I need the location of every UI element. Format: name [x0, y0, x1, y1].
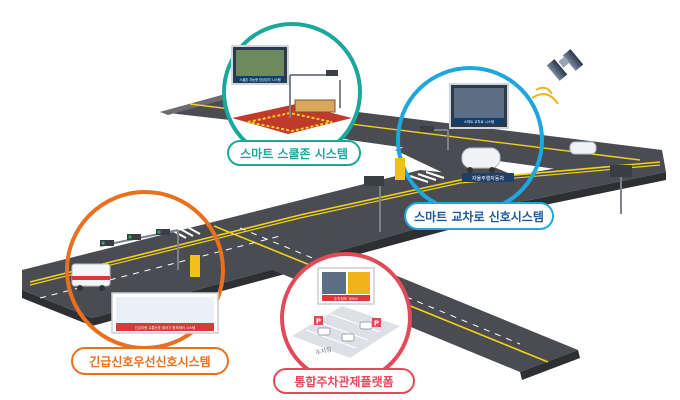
parking-group: 주차장 P P 주차정보 서비스 통합주차관제플랫폼 [273, 252, 415, 394]
emergency-screen-caption: 긴급차량 교통신호 제어기 원격제어 시스템 [135, 325, 195, 330]
parking-sign-left-label: P [316, 318, 321, 326]
ambulance-icon [71, 263, 111, 287]
school-zone-screen-caption: 스쿨존 지능형 영상검지 시스템 [239, 77, 280, 82]
car-icon [569, 141, 597, 155]
school-zone-group: 스쿨존 지능형 영상검지 시스템 스마트 스쿨존 시스템 [222, 22, 362, 166]
school-zone-title-box [227, 140, 361, 166]
parking-title: 통합주차관제플랫폼 [294, 374, 393, 389]
intersection-screen-caption: 스마트 교차로 시스템 [464, 119, 494, 124]
road-main [22, 150, 666, 318]
parking-sign-left [314, 316, 323, 325]
parking-title-box [273, 368, 415, 394]
parking-ground-text: 주차장 [315, 345, 333, 357]
signal-controller-box [395, 158, 405, 180]
roadside-sign [364, 176, 384, 186]
intersection-group: 스마트 교차로 시스템 자율주행자동차 스마트 교차로 신호시스템 [364, 66, 632, 232]
emergency-traffic-lights [99, 229, 179, 270]
emergency-title-box [71, 347, 229, 375]
autonomous-car-tag: 자율주행자동차 [472, 175, 505, 182]
parking-sign-right [372, 318, 381, 327]
autonomous-car-icon [461, 147, 501, 169]
parking-sign-right-label: P [374, 320, 379, 328]
parking-screen-caption: 주차정보 서비스 [334, 296, 359, 301]
emergency-group: 긴급차량 교통신호 제어기 원격제어 시스템 긴급신호우선신호시스템 [65, 190, 229, 375]
variable-message-sign [610, 165, 632, 177]
traffic-light-icon [420, 126, 434, 132]
emergency-controller-box [190, 255, 200, 277]
school-building [294, 99, 336, 113]
school-zone-title: 스마트 스쿨존 시스템 [240, 146, 348, 161]
intersection-title: 스마트 교차로 신호시스템 [414, 209, 544, 224]
intersection-title-box [404, 202, 554, 230]
satellite-icon [531, 49, 584, 105]
emergency-title: 긴급신호우선신호시스템 [89, 354, 210, 369]
